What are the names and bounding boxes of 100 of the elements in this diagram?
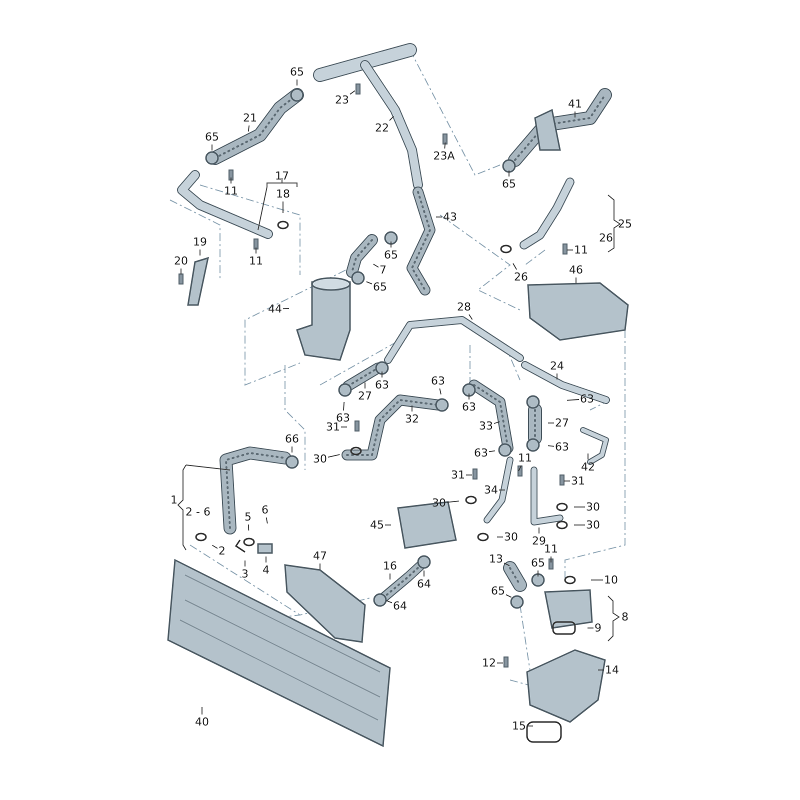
callout-number: 21	[243, 112, 257, 124]
leader-line	[340, 426, 348, 428]
callout-number: 14	[605, 664, 619, 676]
leader-line	[504, 562, 510, 566]
leader-line	[366, 281, 372, 284]
callout-number: 20	[174, 254, 188, 268]
callout-number: 30	[586, 518, 600, 532]
leader-line	[244, 560, 246, 567]
leader-line	[488, 450, 496, 452]
leader-line	[566, 399, 580, 401]
leader-line	[512, 262, 518, 270]
leader-line	[390, 241, 392, 248]
leader-line	[518, 465, 522, 472]
leader-line	[466, 474, 472, 476]
leader-line	[248, 125, 250, 132]
leader-line	[230, 177, 232, 184]
leader-line	[564, 480, 570, 482]
callout-number: 63	[462, 400, 476, 414]
callout-number: 63	[555, 440, 569, 454]
leader-line	[439, 388, 442, 395]
callout-number: 41	[568, 98, 582, 110]
leader-line	[556, 373, 558, 380]
callout-number: 32	[405, 412, 419, 426]
callout-number: 30	[313, 452, 327, 466]
leader-line	[548, 445, 554, 447]
callout-number: 30	[504, 530, 518, 544]
callout-number: 10	[604, 574, 618, 586]
callout-number: 65	[531, 556, 545, 570]
callout-number: 2	[218, 544, 226, 558]
callout-number: 11	[224, 184, 238, 198]
callout-number: 18	[276, 188, 290, 200]
leader-line	[508, 170, 510, 177]
leader-line	[538, 527, 540, 534]
callout-number: 66	[285, 432, 299, 446]
callout-number: 27	[358, 390, 372, 402]
callout-number: 30	[586, 500, 600, 514]
callout-number: 65	[502, 178, 516, 190]
callout-number: 65	[491, 584, 505, 598]
leader-line	[468, 314, 473, 320]
callout-number: 63	[431, 374, 445, 388]
callout-number: 26	[599, 232, 613, 244]
callout-number: 22	[375, 122, 389, 134]
callout-number: 6	[262, 504, 268, 516]
callout-number: 16	[383, 560, 397, 572]
leader-line	[282, 201, 284, 214]
callout-number: 24	[550, 360, 564, 372]
leader-line	[468, 393, 470, 400]
leader-line	[574, 506, 586, 508]
callout-number: 47	[313, 550, 327, 562]
callout-number: 31	[571, 474, 585, 488]
leader-line	[550, 556, 552, 563]
leader-line	[343, 402, 345, 411]
callout-number: 8	[622, 610, 628, 624]
leader-line	[266, 517, 268, 524]
callout-number: 11	[249, 254, 263, 268]
callout-number: 5	[244, 510, 252, 524]
callout-number: 64	[393, 600, 407, 612]
leader-line	[248, 524, 250, 531]
callout-number: 12	[482, 656, 496, 670]
leader-line	[548, 422, 554, 424]
callout-number: 27	[555, 416, 569, 430]
callout-number: 2 - 6	[186, 506, 210, 518]
callout-number: 34	[484, 484, 498, 496]
callout-number: 31	[451, 468, 465, 482]
leader-line	[282, 308, 290, 310]
callout-number: 11	[544, 542, 558, 556]
callout-number: 46	[569, 264, 583, 276]
callout-number: 11	[574, 244, 588, 256]
leader-line	[364, 382, 366, 389]
callout-number: 65	[205, 130, 219, 144]
callout-number: 19	[193, 236, 207, 248]
callout-number: 33	[479, 420, 493, 432]
leader-line	[436, 216, 442, 218]
leader-line	[494, 421, 500, 424]
leader-line	[506, 594, 512, 598]
leader-line	[444, 142, 446, 149]
callout-number: 17	[275, 170, 289, 182]
callout-number: 15	[512, 720, 526, 732]
leader-line	[496, 536, 504, 538]
callout-number: 45	[370, 518, 384, 532]
leader-line	[574, 524, 586, 526]
callout-number: 9	[594, 622, 602, 634]
leader-line	[296, 79, 298, 86]
leader-line	[446, 500, 460, 503]
leader-line	[180, 268, 182, 275]
callout-number: 25	[618, 218, 632, 230]
leader-line	[389, 116, 394, 121]
callout-number: 26	[514, 270, 528, 284]
callout-number: 3	[242, 568, 248, 580]
callout-number: 65	[290, 66, 304, 78]
leader-line	[350, 90, 356, 95]
leader-line	[496, 662, 504, 664]
callout-number: 40	[195, 716, 209, 728]
callout-number: 65	[373, 280, 387, 294]
leader-line	[372, 264, 379, 268]
leader-line	[386, 600, 392, 604]
callout-number: 7	[380, 264, 386, 276]
callout-number: 43	[443, 210, 457, 224]
callout-number: 1	[170, 494, 178, 506]
leader-line	[328, 454, 340, 458]
